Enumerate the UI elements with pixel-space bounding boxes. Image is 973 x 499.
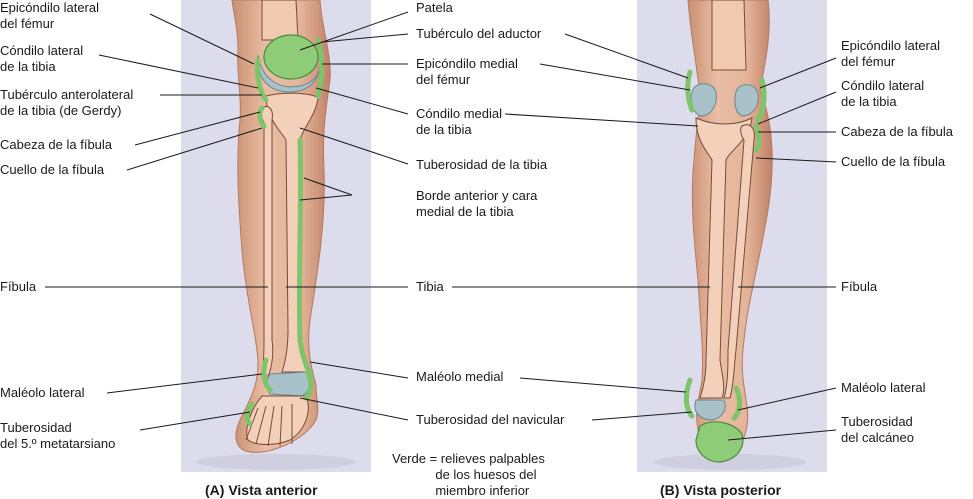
- legend-note: Verde = relieves palpables de los huesos…: [392, 451, 545, 498]
- label-tuberosidad-navicular: Tuberosidad del navicular: [416, 412, 565, 427]
- label-borde-anterior-tibia: Borde anterior y cara medial de la tibia: [416, 188, 538, 219]
- label-maleolo-lateral-a: Maléolo lateral: [0, 385, 85, 400]
- caption-posterior: (B) Vista posterior: [660, 482, 782, 498]
- label-cabeza-fibula-b: Cabeza de la fíbula: [841, 124, 954, 139]
- label-cuello-fibula-a: Cuello de la fíbula: [0, 162, 105, 177]
- anterior-leg: [196, 0, 356, 470]
- label-tuberculo-aductor: Tubérculo del aductor: [416, 26, 542, 41]
- label-tuberosidad-calcaneo: Tuberosidad del calcáneo: [841, 414, 914, 445]
- label-cabeza-fibula-a: Cabeza de la fíbula: [0, 137, 113, 152]
- posterior-leg: [654, 0, 806, 470]
- label-epicondilo-medial: Epicóndilo medial del fémur: [416, 56, 518, 87]
- label-cuello-fibula-b: Cuello de la fíbula: [841, 154, 946, 169]
- label-patela: Patela: [416, 0, 453, 15]
- label-epicondilo-lateral-femur-b: Epicóndilo lateral del fémur: [841, 38, 941, 69]
- label-fibula-b: Fíbula: [841, 279, 878, 294]
- caption-anterior: (A) Vista anterior: [205, 482, 318, 498]
- label-condilo-lateral-tibia-b: Cóndilo lateral de la tibia: [841, 78, 925, 109]
- label-tuberculo-anterolateral: Tubérculo anterolateral de la tibia (de …: [0, 87, 134, 118]
- label-tuberosidad-tibia: Tuberosidad de la tibia: [416, 157, 548, 172]
- leader-lines: [45, 11, 837, 441]
- label-maleolo-medial: Maléolo medial: [416, 369, 504, 384]
- label-maleolo-lateral-b: Maléolo lateral: [841, 380, 926, 395]
- label-tuberosidad-metatarsiano: Tuberosidad del 5.º metatarsiano: [0, 420, 116, 451]
- label-fibula-a: Fíbula: [0, 279, 37, 294]
- label-tibia: Tibia: [416, 279, 444, 294]
- label-condilo-medial: Cóndilo medial de la tibia: [416, 106, 502, 137]
- label-epicondilo-lateral-femur-a: Epicóndilo lateral del fémur: [0, 0, 100, 31]
- label-condilo-lateral-tibia-a: Cóndilo lateral de la tibia: [0, 43, 84, 74]
